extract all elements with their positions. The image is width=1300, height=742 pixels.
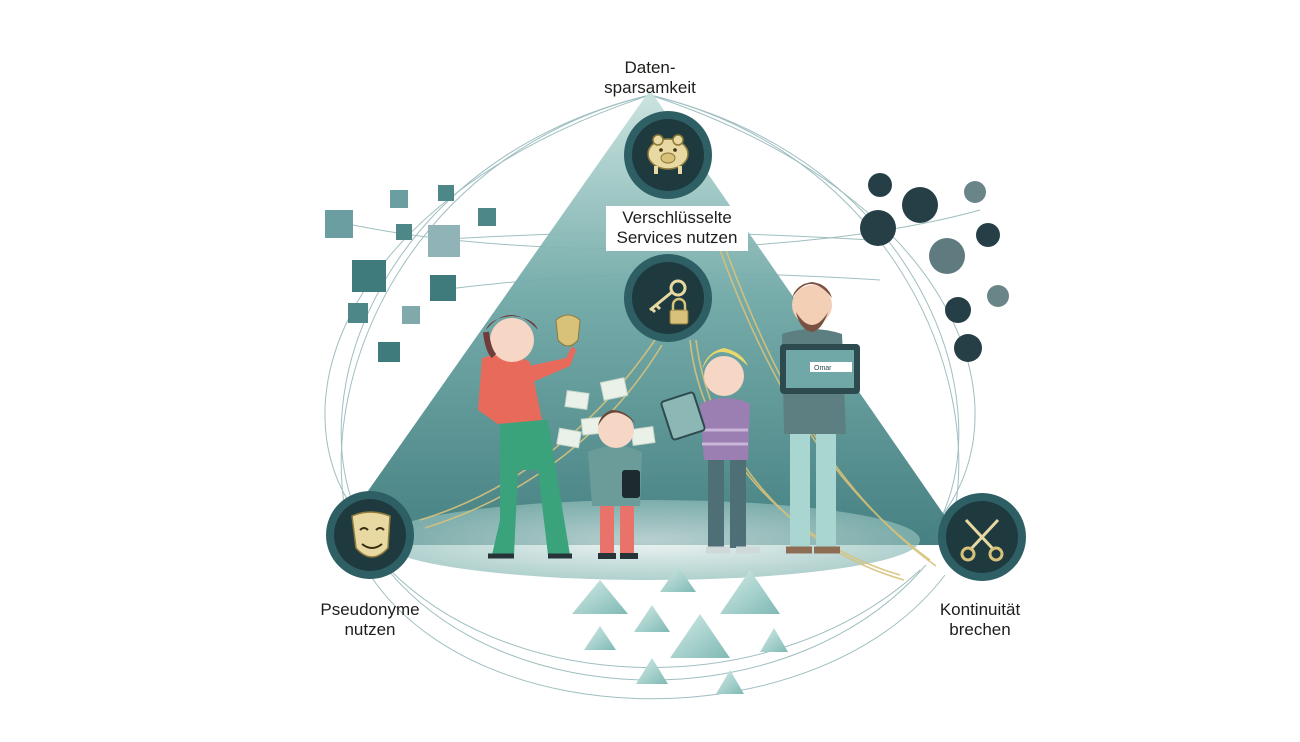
label-datensparsamkeit: Daten-sparsamkeit [604,58,696,97]
floor-spotlight [380,500,920,580]
badge-left [326,491,414,579]
child-with-phone [588,410,642,559]
piggy-bank-icon [647,134,689,174]
pyramid-shapes [572,566,788,694]
tablet-name-field: Omar [814,365,832,372]
mask-icon [351,511,391,558]
ink-blobs [860,173,1009,362]
key-and-padlock-icon [649,279,689,325]
badge-top [624,111,712,199]
envelopes [556,377,656,449]
woman-holding-mask [478,314,581,559]
scissors-icon [960,518,1004,562]
girl-with-tablet [660,348,760,554]
man-with-tablet [780,282,860,554]
pixel-squares [325,185,496,362]
badge-center [624,254,712,342]
badge-right [938,493,1026,581]
